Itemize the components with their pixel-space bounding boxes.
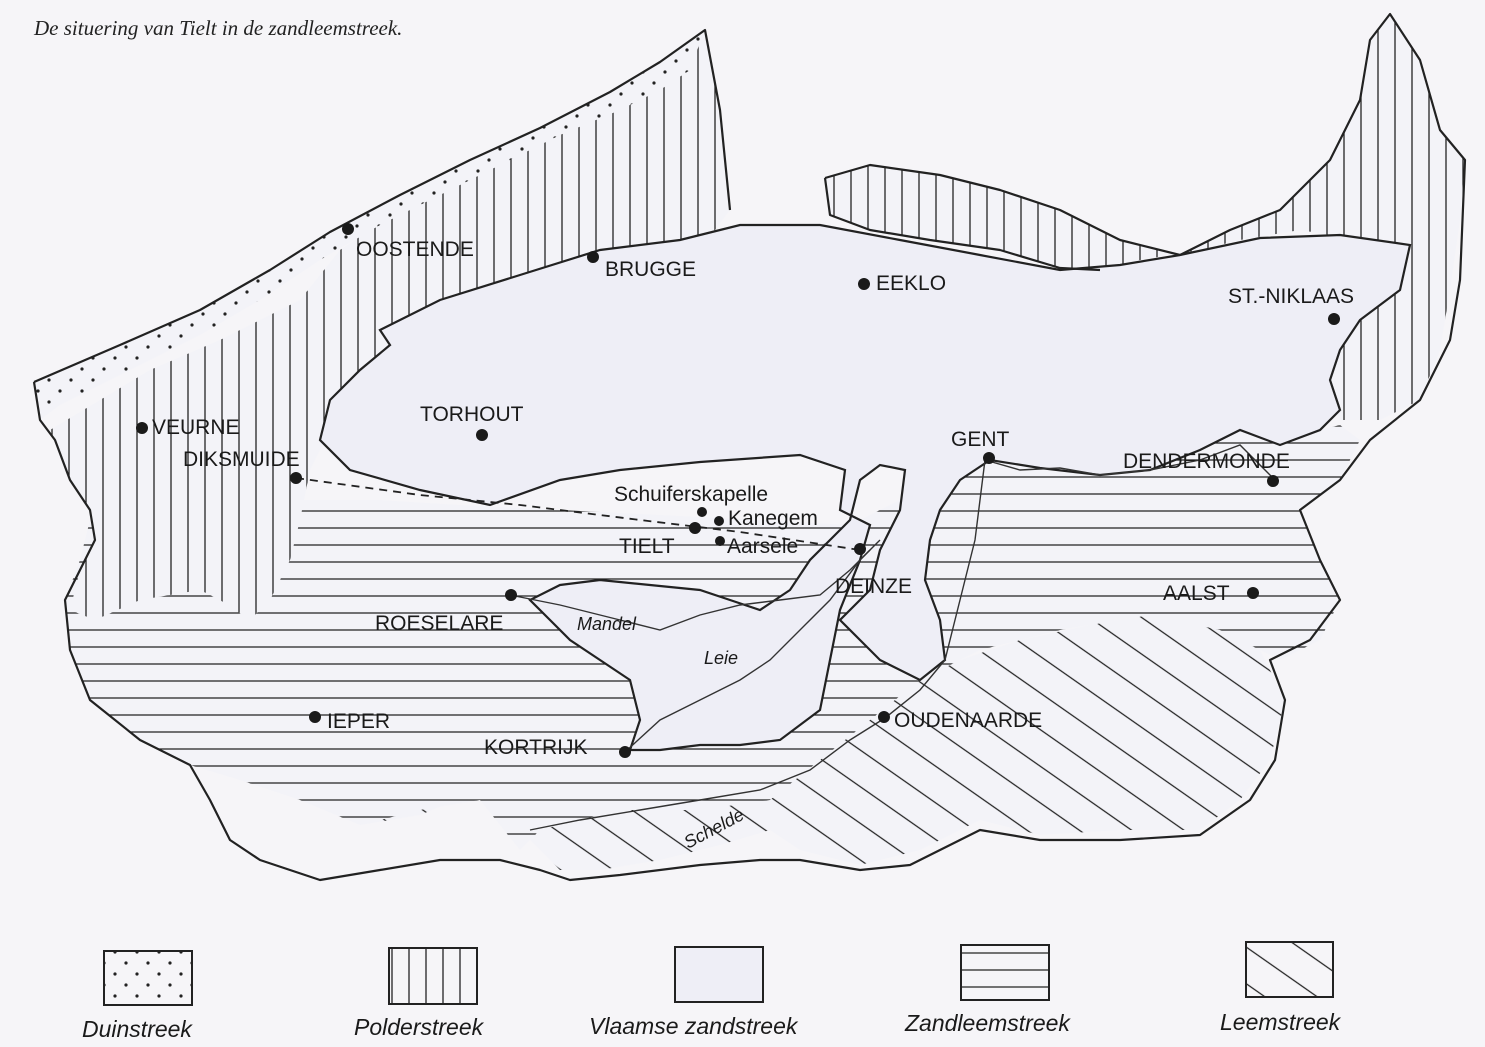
city-dot-st-niklaas — [1328, 313, 1340, 325]
city-dot-schuiferskapelle — [697, 507, 707, 517]
river-label-mandel: Mandel — [577, 614, 637, 634]
city-dot-veurne — [136, 422, 148, 434]
legend-item-vlaamse-zandstreek: Vlaamse zandstreek — [589, 946, 799, 1039]
city-label-schuiferskapelle: Schuiferskapelle — [614, 483, 768, 506]
city-dot-kanegem — [714, 516, 724, 526]
city-label-torhout: TORHOUT — [420, 403, 524, 426]
legend-swatch-zandleemstreek — [960, 944, 1050, 1001]
dashed-boundary-line — [295, 477, 861, 551]
region-outlines — [32, 12, 1467, 882]
city-label-roeselare: ROESELARE — [375, 612, 503, 635]
city-label-ieper: IEPER — [327, 710, 390, 733]
city-label-oudenaarde: OUDENAARDE — [894, 709, 1042, 732]
city-label-st-niklaas: ST.-NIKLAAS — [1228, 285, 1354, 308]
map-title: De situering van Tielt in de zandleemstr… — [34, 16, 403, 40]
legend-label-zandleemstreek: Zandleemstreek — [904, 1010, 1071, 1036]
city-labels: OOSTENDE BRUGGE EEKLO ST.-NIKLAAS VEURNE… — [152, 238, 1354, 759]
city-dot-tielt — [689, 522, 701, 534]
legend-item-zandleemstreek: Zandleemstreek — [904, 944, 1071, 1036]
city-dot-oudenaarde — [878, 711, 890, 723]
legend-label-leemstreek: Leemstreek — [1220, 1009, 1342, 1035]
city-dot-ieper — [309, 711, 321, 723]
legend-label-vlaamse-zandstreek: Vlaamse zandstreek — [589, 1013, 799, 1039]
city-label-diksmuide: DIKSMUIDE — [183, 448, 300, 471]
legend-item-polderstreek: Polderstreek — [354, 947, 485, 1040]
city-dot-deinze — [854, 543, 866, 555]
city-dot-roeselare — [505, 589, 517, 601]
legend-label-duinstreek: Duinstreek — [82, 1016, 193, 1042]
legend-swatch-duinstreek — [103, 950, 193, 1006]
vlaamse-zandstreek-area — [318, 223, 1412, 752]
city-dot-kortrijk — [619, 746, 631, 758]
rivers — [509, 444, 1276, 831]
city-dot-torhout — [476, 429, 488, 441]
city-label-aarsele: Aarsele — [727, 535, 798, 558]
duinstreek-area — [34, 30, 705, 420]
city-label-gent: GENT — [951, 428, 1010, 451]
city-dot-aalst — [1247, 587, 1259, 599]
city-dot-brugge — [587, 251, 599, 263]
legend-label-polderstreek: Polderstreek — [354, 1014, 485, 1040]
leemstreek-area — [180, 615, 1285, 870]
city-label-oostende: OOSTENDE — [356, 238, 474, 261]
city-label-kanegem: Kanegem — [728, 507, 818, 530]
city-label-eeklo: EEKLO — [876, 272, 946, 295]
legend: Duinstreek Polderstreek Vlaamse zandstre… — [82, 941, 1342, 1042]
legend-swatch-vlaamse-zandstreek — [674, 946, 764, 1003]
city-label-dendermonde: DENDERMONDE — [1123, 450, 1290, 473]
river-label-leie: Leie — [704, 648, 738, 668]
city-markers — [136, 223, 1340, 758]
city-dot-dendermonde — [1267, 475, 1279, 487]
legend-swatch-leemstreek — [1245, 941, 1334, 998]
city-dot-oostende — [342, 223, 354, 235]
city-dot-eeklo — [858, 278, 870, 290]
legend-item-leemstreek: Leemstreek — [1220, 941, 1342, 1035]
city-label-kortrijk: KORTRIJK — [484, 736, 587, 759]
legend-item-duinstreek: Duinstreek — [82, 950, 193, 1042]
city-dot-gent — [983, 452, 995, 464]
city-label-tielt: TIELT — [619, 535, 675, 558]
city-label-brugge: BRUGGE — [605, 258, 696, 281]
city-label-aalst: AALST — [1163, 582, 1230, 605]
city-label-veurne: VEURNE — [152, 416, 240, 439]
city-label-deinze: DEINZE — [835, 575, 912, 598]
city-dot-diksmuide — [290, 472, 302, 484]
legend-swatch-polderstreek — [388, 947, 478, 1005]
city-dot-aarsele — [715, 536, 725, 546]
